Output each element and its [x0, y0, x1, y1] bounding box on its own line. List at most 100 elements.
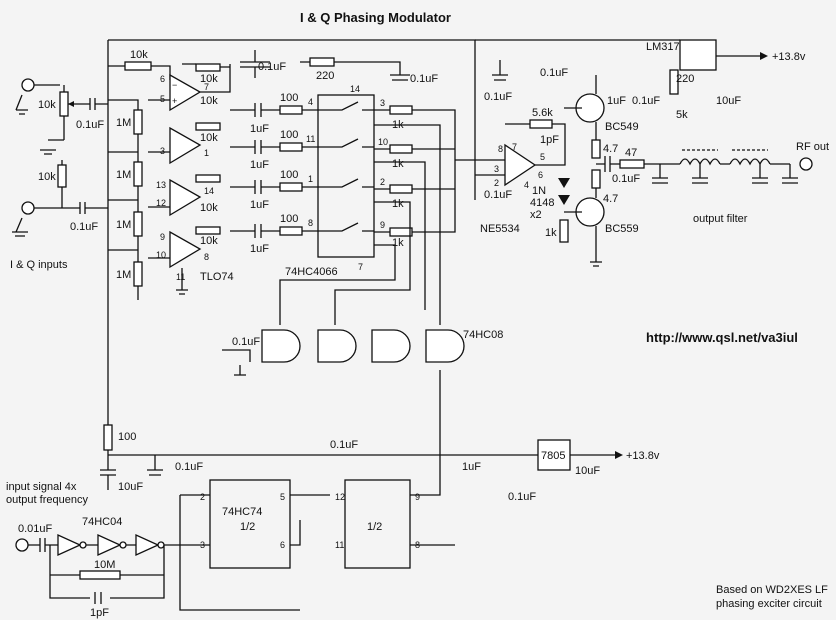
cap-label: 1uF	[250, 123, 269, 135]
ne5534-label: NE5534	[480, 223, 520, 235]
pin-label: 3	[494, 164, 499, 174]
pin-label: 5	[540, 152, 545, 162]
pin-label: 11	[335, 540, 344, 550]
r-label: 1M	[116, 117, 131, 129]
hc4066-chip	[317, 94, 375, 258]
output-filter-label: output filter	[693, 213, 748, 225]
cap-label: 1uF	[250, 159, 269, 171]
r-label: 5k	[676, 109, 688, 121]
cap-label: 1uF	[250, 243, 269, 255]
svg-text:+: +	[172, 96, 177, 106]
pin-label: 1	[204, 148, 209, 158]
pin-label: 8	[308, 218, 313, 228]
pin-label: 9	[160, 232, 165, 242]
lm317-label: LM317	[646, 41, 680, 53]
r-label: 47	[625, 147, 637, 159]
r-label: 10k	[38, 171, 56, 183]
r-label: 10k	[200, 132, 218, 144]
rf-out-connector	[799, 157, 813, 171]
hc74-half-label: 1/2	[240, 521, 255, 533]
cap-label: 10uF	[575, 465, 600, 477]
r-label: 1M	[116, 269, 131, 281]
pin-label: 12	[156, 198, 166, 208]
cap-label: 0.1uF	[484, 189, 512, 201]
cap-label: 1pF	[540, 134, 559, 146]
url-label: http://www.qsl.net/va3iul	[646, 330, 798, 345]
cap-label: 0.1uF	[540, 67, 568, 79]
pin-label: 12	[335, 492, 345, 502]
r-label: 10k	[200, 202, 218, 214]
r-label: 10k	[200, 73, 218, 85]
pin-label: 2	[380, 177, 385, 187]
cap-label: 0.1uF	[175, 461, 203, 473]
diode-label: x2	[530, 209, 542, 221]
iq-inputs-label: I & Q inputs	[10, 259, 68, 271]
r-label: 100	[280, 129, 298, 141]
pin-label: 6	[538, 170, 543, 180]
pin-label: 14	[204, 186, 214, 196]
cap-label: 0.1uF	[258, 61, 286, 73]
pin-label: 7	[204, 82, 209, 92]
pin-label: 4	[308, 97, 313, 107]
cap-label: 0.1uF	[632, 95, 660, 107]
pin-label: 3	[380, 98, 385, 108]
cap-label: 10uF	[716, 95, 741, 107]
hc74-flipflop-b	[344, 479, 411, 569]
r-label: 1k	[392, 237, 404, 249]
pin-label: 14	[350, 84, 360, 94]
hc74-label: 74HC74	[222, 506, 262, 518]
pin-label: 10	[378, 137, 388, 147]
r-label: 1k	[392, 158, 404, 170]
cap-label: 0.1uF	[508, 491, 536, 503]
r-label: 220	[676, 73, 694, 85]
cap-label: 0.1uF	[70, 221, 98, 233]
pin-label: 10	[156, 250, 166, 260]
i-input-connector	[21, 78, 35, 92]
cap-label: 10uF	[118, 481, 143, 493]
cap-label: 0.1uF	[232, 336, 260, 348]
bc559-label: BC559	[605, 223, 639, 235]
q-input-connector	[21, 201, 35, 215]
cap-label: 0.01uF	[18, 523, 53, 535]
pin-label: 5	[160, 94, 165, 104]
credit-line-1: Based on WD2XES LF	[716, 584, 828, 596]
pin-label: 9	[380, 220, 385, 230]
svg-text:−: −	[172, 80, 177, 90]
cap-label: 0.1uF	[410, 73, 438, 85]
cap-label: 1pF	[90, 607, 109, 619]
r-label: 100	[280, 213, 298, 225]
pin-label: 8	[204, 252, 209, 262]
cap-label: 1uF	[250, 199, 269, 211]
cap-label: 1uF	[462, 461, 481, 473]
pin-label: 11	[306, 134, 315, 144]
pin-label: 2	[200, 492, 205, 502]
r-label: 10k	[200, 235, 218, 247]
supply-label-top: +13.8v	[772, 51, 806, 63]
pin-label: 2	[494, 178, 499, 188]
diode-label: 4148	[530, 197, 554, 209]
pin-label: 13	[156, 180, 166, 190]
hc04-inverters	[57, 533, 165, 557]
r-label: 10M	[94, 559, 115, 571]
tl074-opamp-c	[169, 178, 202, 217]
hc74-flipflop-a	[209, 479, 291, 569]
diode-label: 1N	[532, 185, 546, 197]
r-label: 1M	[116, 219, 131, 231]
r-label: 100	[280, 169, 298, 181]
hc4066-label: 74HC4066	[285, 266, 338, 278]
pin-label: 4	[524, 180, 529, 190]
cap-label: 0.1uF	[612, 173, 640, 185]
analog-switches	[330, 101, 374, 232]
r-label: 4.7	[603, 193, 618, 205]
supply-label-mid: +13.8v	[626, 450, 660, 462]
pin-label: 9	[415, 492, 420, 502]
tl074-opamp-b	[169, 126, 202, 165]
r-label: 220	[316, 70, 334, 82]
ne5534-opamp	[504, 143, 537, 187]
tl074-label: TLO74	[200, 271, 234, 283]
hc08-label: 74HC08	[463, 329, 503, 341]
pin-label: 7	[358, 262, 363, 272]
diagram-title: I & Q Phasing Modulator	[300, 10, 451, 25]
pot-label: 10k	[38, 99, 56, 111]
